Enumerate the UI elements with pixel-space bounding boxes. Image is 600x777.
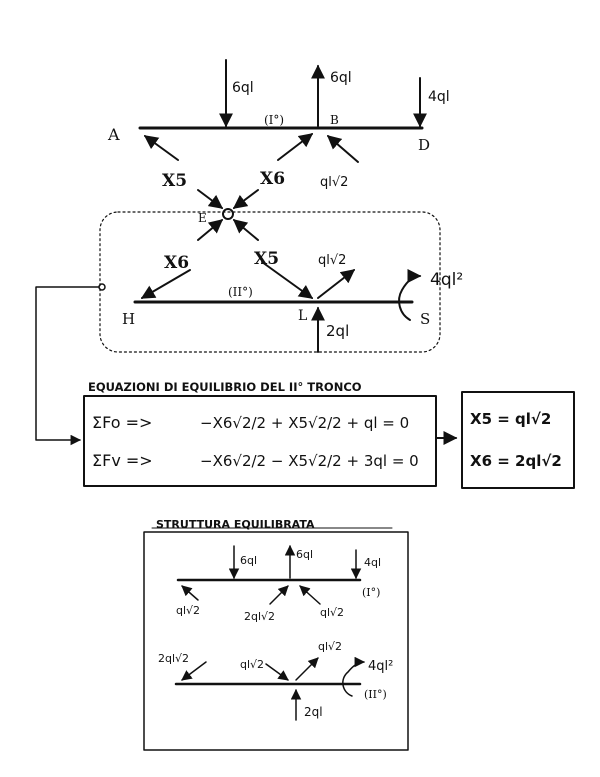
x6-arrow-into-e [232,189,259,209]
x6-arrow-below-e [197,219,224,241]
bal-mid-center-arrow [269,585,289,605]
x5-reaction-arrow-top [143,135,179,161]
equations-box [83,395,437,487]
x6-arrow-bottom [140,269,191,299]
x5-top-label: X5 [162,171,187,191]
balanced-structure: STRUTTURA EQUILIBRATA 6ql 6ql 4ql (I°) q… [143,518,409,751]
bal-tag-1: (I°) [362,586,380,599]
flow-start-dot [98,283,106,291]
bal-low-left-arrow [181,661,207,681]
bal-mid-left-arrow [181,585,199,601]
ql-root2-bottom-label: ql√2 [318,253,346,268]
balanced-heading: STRUTTURA EQUILIBRATA [156,518,315,531]
bal-moment-arrow [342,656,366,697]
result-x5: X5 = ql√2 [470,410,551,428]
x5-bottom-label: X5 [254,249,279,269]
x6-top-label: X6 [260,169,285,189]
bal-low-right-arrow [295,657,319,681]
node-a-label: A [107,125,120,144]
bal-mid-center-label: 2ql√2 [244,610,275,623]
flow-line-to-equations [35,286,100,446]
load-6ql-up-label: 6ql [330,70,352,86]
result-x6: X6 = 2ql√2 [470,452,562,470]
results-box [461,391,575,489]
bal-load-up-2ql-label: 2ql [304,705,323,719]
bal-low-center-label: ql√2 [240,658,264,671]
load-2ql-label: 2ql [326,322,349,340]
bal-mid-left-label: ql√2 [176,604,200,617]
moment-arrow-4ql2 [398,269,422,321]
x6-reaction-arrow-top [277,133,314,161]
bal-mid-right-arrow [299,585,321,605]
eq2-rhs: −X6√2/2 − X5√2/2 + 3ql = 0 [200,452,419,470]
x5-arrow-into-e [197,189,224,209]
hinge-e [222,208,234,220]
node-h-label: H [122,310,135,328]
eq1-sum: ΣFo => [92,413,152,432]
bal-low-center-arrow [265,663,289,681]
ql-root2-top-label: ql√2 [320,175,348,190]
eq1-rhs: −X6√2/2 + X5√2/2 + ql = 0 [200,414,409,432]
ql-root2-arrow-top [326,135,359,163]
ql-root2-arrow-bottom [317,269,356,299]
equations-heading: EQUAZIONI DI EQUILIBRIO DEL II° TRONCO [88,380,362,394]
top-diagram: A B D (I°) 6ql 6ql 4ql ql√2 X5 X6 E H L … [35,59,463,446]
node-e-label: E [198,211,207,225]
bal-low-right-label: ql√2 [318,640,342,653]
bal-tag-2: (II°) [364,688,387,701]
x5-arrow-bottom [261,261,314,299]
load-6ql-down-label: 6ql [232,80,254,96]
moment-4ql2-label: 4ql² [430,270,463,290]
balanced-frame [143,531,409,751]
node-s-label: S [420,310,430,328]
node-d-label: D [418,136,430,154]
load-4ql-down-label: 4ql [428,89,450,105]
bal-low-left-label: 2ql√2 [158,652,189,665]
tronco-2-frame [99,211,441,353]
equations-section: EQUAZIONI DI EQUILIBRIO DEL II° TRONCO Σ… [83,380,575,489]
tronco-1-tag: (I°) [264,113,284,127]
bal-mid-right-label: ql√2 [320,606,344,619]
bal-load-down-1-label: 6ql [240,554,257,567]
node-l-label: L [298,308,307,324]
bal-load-up-label: 6ql [296,548,313,561]
eq2-sum: ΣFv => [92,451,153,470]
bal-moment-label: 4ql² [368,659,393,674]
x5-arrow-below-e [232,219,259,241]
x6-bottom-label: X6 [164,253,189,273]
bal-load-down-2-label: 4ql [364,556,381,569]
tronco-2-tag: (II°) [228,285,253,299]
node-b-label: B [330,113,339,127]
